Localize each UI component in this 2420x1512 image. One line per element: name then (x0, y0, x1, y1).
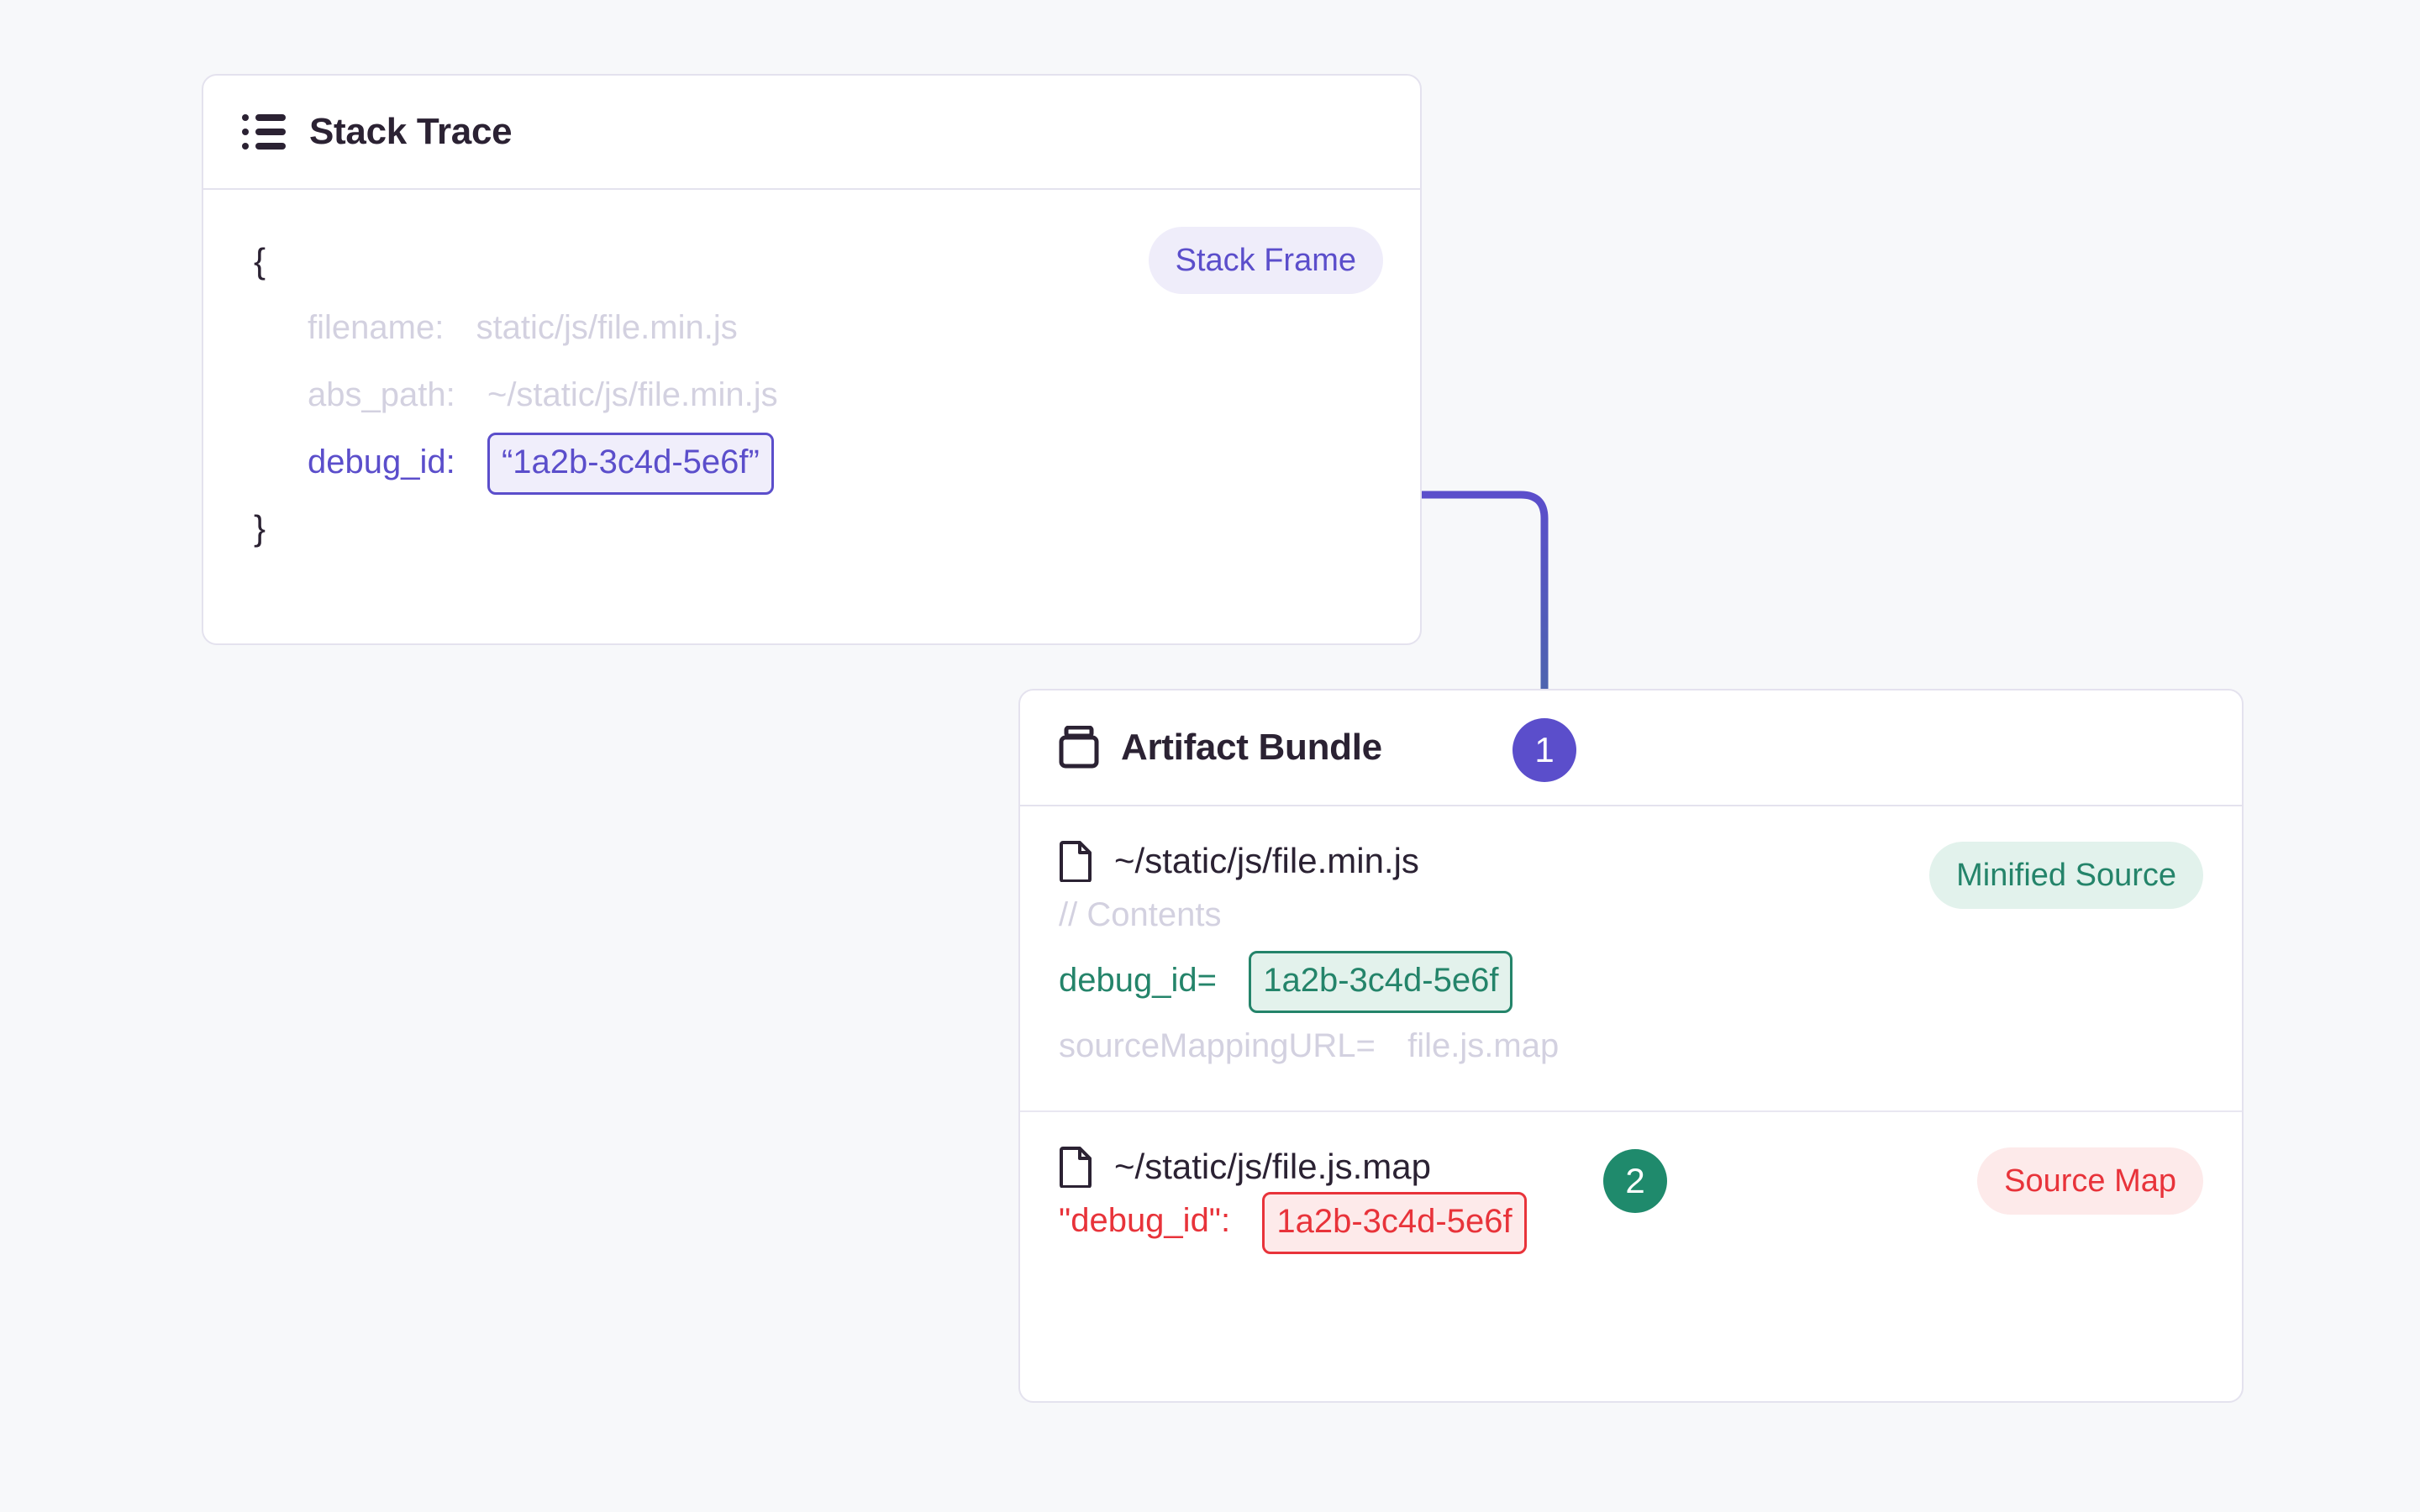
minified-source-badge: Minified Source (1929, 842, 2203, 909)
stack-trace-row-debug-id: debug_id: “1a2b-3c4d-5e6f” (254, 428, 1381, 496)
source-map-section: Source Map ~/static/js/file.js.map "debu… (1020, 1112, 2242, 1285)
source-map-file-name: ~/static/js/file.js.map (1114, 1147, 1431, 1187)
step-badge-2: 2 (1603, 1149, 1667, 1213)
source-mapping-url-key: sourceMappingURL= (1059, 1027, 1376, 1065)
minified-debug-id-key: debug_id= (1059, 962, 1217, 999)
stack-trace-row-filename: filename: static/js/file.min.js (254, 294, 1381, 361)
abs-path-value: ~/static/js/file.min.js (487, 376, 778, 413)
file-icon (1059, 1146, 1092, 1189)
abs-path-key: abs_path: (308, 376, 455, 413)
debug-id-key: debug_id: (308, 444, 455, 480)
minified-debug-id-row: debug_id= 1a2b-3c4d-5e6f (1059, 948, 2203, 1014)
source-map-debug-id-key: "debug_id": (1059, 1202, 1231, 1240)
stack-trace-header: Stack Trace (203, 76, 1420, 190)
artifact-bundle-divider (1020, 1110, 2242, 1113)
stack-trace-row-abs-path: abs_path: ~/static/js/file.min.js (254, 361, 1381, 428)
source-map-file-row: ~/static/js/file.js.map (1059, 1146, 2203, 1189)
minified-debug-id-chip[interactable]: 1a2b-3c4d-5e6f (1249, 951, 1513, 1014)
jar-icon (1059, 725, 1099, 769)
source-mapping-url-row: sourceMappingURL= file.js.map (1059, 1013, 2203, 1079)
artifact-bundle-title: Artifact Bundle (1121, 727, 1382, 768)
list-icon (242, 113, 287, 151)
source-mapping-url-value: file.js.map (1407, 1027, 1560, 1065)
minified-source-section: Minified Source ~/static/js/file.min.js … (1020, 806, 2242, 1110)
source-map-debug-id-row: "debug_id": 1a2b-3c4d-5e6f (1059, 1188, 2203, 1254)
source-map-badge: Source Map (1977, 1147, 2203, 1215)
file-icon (1059, 840, 1092, 883)
stack-trace-debug-id-chip[interactable]: “1a2b-3c4d-5e6f” (487, 433, 774, 496)
artifact-bundle-header: Artifact Bundle (1020, 690, 2242, 806)
filename-value: static/js/file.min.js (476, 309, 738, 346)
open-brace: { (254, 241, 266, 281)
source-map-debug-id-chip[interactable]: 1a2b-3c4d-5e6f (1262, 1191, 1527, 1254)
stack-trace-card: Stack Trace Stack Frame { filename: stat… (202, 74, 1422, 645)
stack-frame-badge: Stack Frame (1148, 227, 1383, 294)
artifact-bundle-card: Artifact Bundle Minified Source ~/static… (1018, 689, 2244, 1403)
minified-file-name: ~/static/js/file.min.js (1114, 841, 1419, 880)
contents-comment-text: // Contents (1059, 896, 1222, 933)
stack-trace-title: Stack Trace (309, 111, 513, 152)
step-badge-1: 1 (1512, 718, 1576, 782)
close-brace: } (254, 508, 266, 548)
stack-trace-body: Stack Frame { filename: static/js/file.m… (203, 190, 1420, 600)
filename-key: filename: (308, 309, 445, 346)
